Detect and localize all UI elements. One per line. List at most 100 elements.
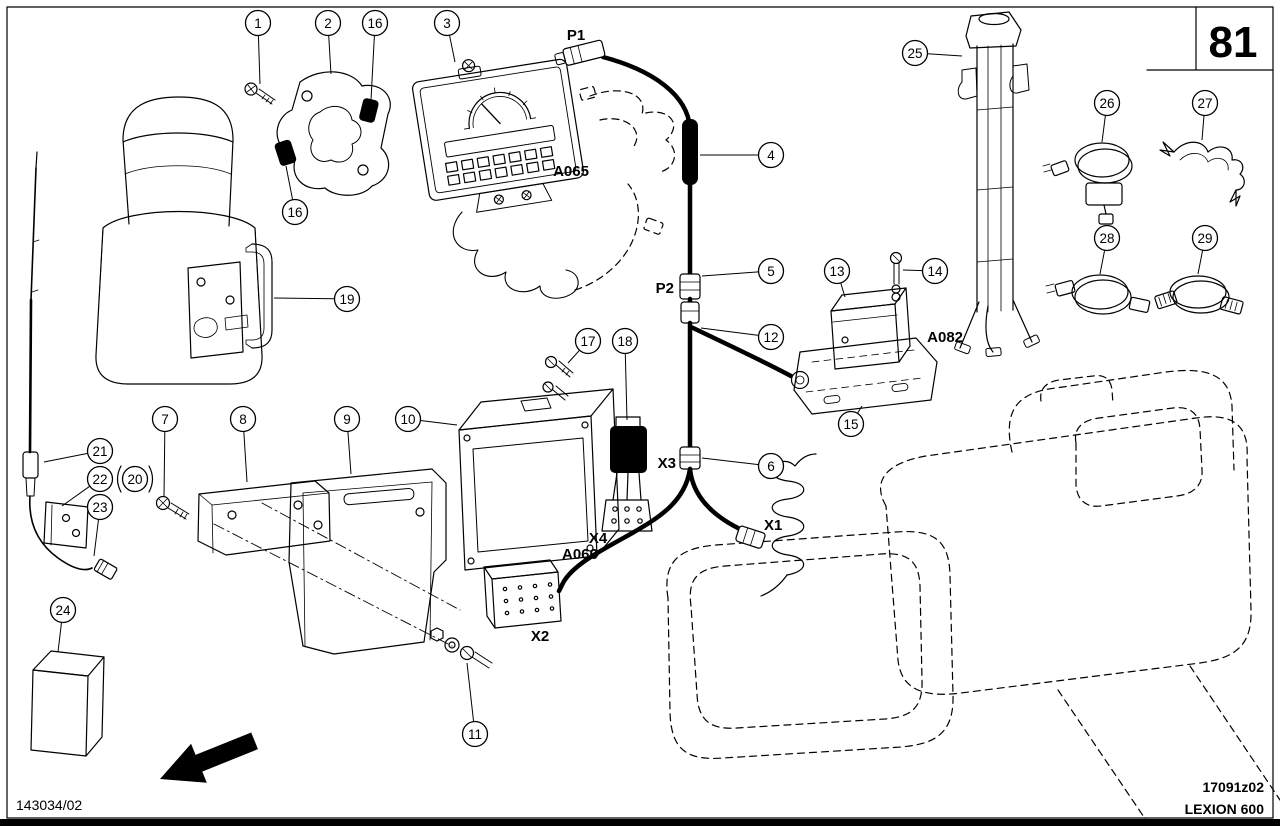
callout-17: 17	[574, 327, 602, 355]
adapter-cable-29	[1154, 275, 1244, 315]
svg-text:19: 19	[339, 292, 354, 307]
spare-wiring	[452, 85, 676, 299]
callout-9: 9	[333, 405, 361, 433]
leader-9	[347, 431, 352, 475]
callout-10: 10	[394, 405, 422, 433]
callout-4: 4	[757, 141, 785, 169]
svg-text:23: 23	[92, 500, 107, 515]
svg-text:11: 11	[468, 727, 482, 742]
rubber-grommet-16b	[359, 98, 379, 123]
connector-12	[680, 301, 700, 324]
callout-19: 19	[333, 285, 361, 313]
fasteners-11	[430, 627, 493, 669]
adapter-cable-28	[1045, 274, 1151, 315]
figure-code: 17091z02	[1202, 779, 1264, 795]
harness-sleeve-4	[682, 119, 698, 185]
leader-7	[163, 431, 166, 498]
callout-20: 20	[121, 465, 149, 493]
connector-p2	[679, 273, 701, 300]
leader-27	[1201, 115, 1205, 141]
part-label-a066: A066	[562, 546, 598, 563]
axis-line	[213, 523, 453, 647]
callout-21: 21	[86, 437, 114, 465]
axis-line	[261, 502, 461, 611]
svg-text:17: 17	[580, 334, 595, 349]
display-unit-a065	[411, 58, 585, 213]
svg-text:12: 12	[763, 330, 778, 345]
leader-12	[700, 327, 759, 336]
small-part-box-24	[30, 650, 105, 757]
leader-1	[257, 35, 261, 85]
callout-1: 1	[244, 9, 272, 37]
svg-text:2: 2	[324, 16, 332, 31]
callout-28: 28	[1093, 224, 1121, 252]
svg-text:4: 4	[767, 148, 775, 163]
leader-11	[466, 662, 475, 722]
leader-2	[328, 35, 332, 75]
leader-16	[370, 35, 375, 101]
leader-6	[701, 457, 759, 466]
svg-text:15: 15	[843, 417, 858, 432]
callout-2: 2	[314, 9, 342, 37]
svg-text:22: 22	[92, 472, 107, 487]
callout-8: 8	[229, 405, 257, 433]
callout-14: 14	[921, 257, 949, 285]
svg-text:10: 10	[400, 412, 415, 427]
part-label-x2: X2	[531, 628, 549, 645]
callout-25: 25	[901, 39, 929, 67]
callout-18: 18	[611, 327, 639, 355]
svg-text:7: 7	[161, 412, 169, 427]
leader-28	[1099, 250, 1106, 275]
svg-text:21: 21	[92, 444, 107, 459]
callout-16: 16	[281, 198, 309, 226]
callout-29: 29	[1191, 224, 1219, 252]
callout-23: 23	[86, 493, 114, 521]
doc-number: 143034/02	[16, 797, 82, 813]
part-label-x1: X1	[764, 517, 782, 534]
svg-text:16: 16	[367, 16, 382, 31]
antenna-assembly	[22, 151, 118, 580]
callout-5: 5	[757, 257, 785, 285]
leader-29	[1197, 250, 1204, 275]
connector-x3	[679, 446, 701, 470]
console-outline	[666, 369, 1280, 826]
bracket-15-assembly	[793, 251, 938, 415]
leader-15	[857, 405, 863, 414]
leader-22	[61, 485, 91, 507]
callout-3: 3	[433, 9, 461, 37]
wiring-harness	[554, 39, 810, 594]
leader-26	[1101, 115, 1106, 143]
svg-text:29: 29	[1197, 231, 1212, 246]
connector-x2	[483, 559, 562, 629]
svg-text:8: 8	[239, 412, 247, 427]
leader-8	[243, 431, 248, 483]
callout-12: 12	[757, 323, 785, 351]
connector-p1	[554, 39, 606, 66]
svg-text:14: 14	[927, 264, 943, 279]
model-name: LEXION 600	[1185, 801, 1265, 817]
part-label-p2: P2	[656, 280, 674, 297]
callout-6: 6	[757, 452, 785, 480]
svg-text:13: 13	[829, 264, 844, 279]
callout-15: 15	[837, 410, 865, 438]
control-unit-a066	[458, 388, 620, 571]
part-label-a082: A082	[927, 329, 963, 346]
leader-5	[701, 271, 759, 277]
leader-14	[902, 269, 923, 272]
leader-24	[57, 622, 62, 653]
svg-text:16: 16	[287, 205, 302, 220]
svg-text:24: 24	[55, 603, 71, 618]
callout-22: 22	[86, 465, 114, 493]
coiled-cord	[760, 453, 817, 597]
adapter-cable-27	[1159, 141, 1245, 207]
svg-text:25: 25	[907, 46, 922, 61]
svg-text:1: 1	[254, 16, 262, 31]
part-label-p1: P1	[567, 27, 585, 44]
direction-arrow	[160, 732, 258, 783]
screws-17	[542, 355, 574, 401]
svg-text:5: 5	[767, 264, 775, 279]
beacon-light	[95, 96, 273, 385]
svg-text:28: 28	[1099, 231, 1114, 246]
svg-text:6: 6	[767, 459, 775, 474]
